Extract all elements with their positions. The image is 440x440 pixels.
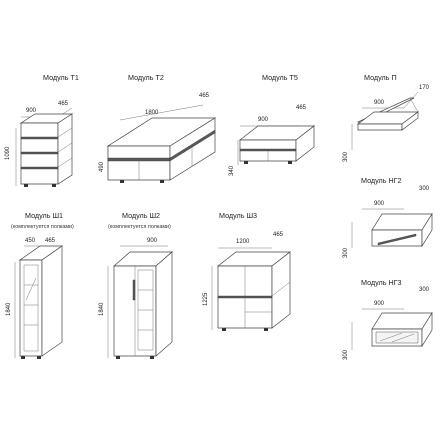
module-p-width: 900 xyxy=(374,100,385,106)
module-t2-depth: 465 xyxy=(199,93,210,99)
module-ng2-depth: 300 xyxy=(419,186,430,192)
module-t1-height: 1090 xyxy=(5,146,11,160)
module-t5-width: 900 xyxy=(258,117,269,123)
module-ng3: Модуль НГ3 900 300 300 xyxy=(343,278,433,360)
module-sh1-note: (комплектуется полками) xyxy=(11,224,74,230)
module-sh2: Модуль Ш2 (комплектуется полками) 900 18… xyxy=(99,211,173,359)
module-ng3-depth: 300 xyxy=(419,287,430,293)
module-sh2-height: 1840 xyxy=(99,302,105,316)
module-t2-title: Модуль Т2 xyxy=(128,73,164,82)
module-t2-height: 490 xyxy=(99,161,105,172)
module-p-depth: 170 xyxy=(419,85,430,91)
module-sh2-depth: 900 xyxy=(147,238,158,244)
module-ng2-title: Модуль НГ2 xyxy=(361,176,402,185)
module-sh1-title: Модуль Ш1 xyxy=(25,211,63,220)
module-p-title: Модуль П xyxy=(364,73,397,82)
module-ng2-drawing xyxy=(371,212,433,248)
module-ng3-height: 300 xyxy=(343,349,349,360)
module-t2: Модуль Т2 1800 465 490 xyxy=(99,73,217,183)
module-sh3: Модуль Ш3 1200 465 1225 xyxy=(203,211,292,331)
module-ng2-width: 900 xyxy=(374,201,385,207)
module-sh2-drawing xyxy=(113,251,173,359)
module-ng2-height: 300 xyxy=(343,247,349,258)
module-t1-width: 900 xyxy=(26,108,37,114)
module-sh3-width: 1200 xyxy=(236,239,250,245)
module-t1-drawing xyxy=(19,113,74,187)
module-ng3-width: 900 xyxy=(374,301,385,307)
module-t1: Модуль Т1 900 465 1090 xyxy=(5,73,79,187)
module-sh1-depth: 465 xyxy=(45,238,56,244)
module-p-height: 300 xyxy=(343,151,349,162)
module-sh3-height: 1225 xyxy=(203,292,209,306)
module-ng3-title: Модуль НГ3 xyxy=(361,278,402,287)
module-sh1: Модуль Ш1 (комплектуется полками) 450 46… xyxy=(6,211,74,359)
module-sh1-drawing xyxy=(18,245,64,359)
module-sh3-drawing xyxy=(216,251,292,331)
module-sh1-width: 450 xyxy=(25,238,36,244)
module-sh2-title: Модуль Ш2 xyxy=(122,211,160,220)
module-t1-depth: 465 xyxy=(58,101,69,107)
module-p: Модуль П 900 170 300 xyxy=(343,73,430,162)
module-t1-title: Модуль Т1 xyxy=(43,73,79,82)
module-t5-drawing xyxy=(238,125,316,164)
module-p-drawing xyxy=(356,97,420,131)
module-t2-width: 1800 xyxy=(145,110,159,116)
module-sh2-note: (комплектуется полками) xyxy=(108,224,171,230)
module-t5-height: 340 xyxy=(229,165,235,176)
module-t2-drawing xyxy=(106,117,217,183)
module-t5-depth: 465 xyxy=(296,105,307,111)
module-sh3-title: Модуль Ш3 xyxy=(219,211,257,220)
module-ng3-drawing xyxy=(371,311,433,348)
module-t5: Модуль Т5 900 465 340 xyxy=(229,73,316,176)
module-ng2: Модуль НГ2 900 300 300 xyxy=(343,176,433,258)
module-sh3-depth: 465 xyxy=(273,232,284,238)
module-t5-title: Модуль Т5 xyxy=(262,73,298,82)
module-sh1-height: 1840 xyxy=(6,302,12,316)
